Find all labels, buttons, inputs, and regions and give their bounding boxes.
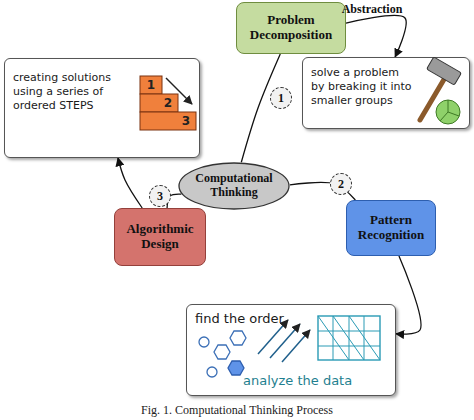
connector: [346, 15, 406, 57]
connector: [118, 158, 142, 208]
node-text: solve a problem by breaking it into smal…: [311, 66, 416, 107]
edge-label: Abstraction: [342, 2, 403, 17]
step-number: 2: [164, 96, 172, 110]
illustration-panel: solve a problem by breaking it into smal…: [302, 57, 470, 129]
process-box: Pattern Recognition: [346, 200, 436, 256]
process-box: Algorithmic Design: [114, 208, 206, 266]
connector: [241, 54, 280, 162]
callout-number: 2: [330, 173, 352, 195]
step-number: 1: [147, 78, 155, 92]
node-text: Problem Decomposition: [241, 13, 341, 43]
concept-ellipse: Computational Thinking: [178, 162, 290, 210]
ellipse-outline: [179, 163, 289, 209]
node-text: creating solutions using a series of ord…: [13, 71, 138, 112]
figure-caption: Fig. 1. Computational Thinking Process: [0, 403, 474, 418]
step-number: 3: [182, 114, 190, 128]
callout-number: 1: [270, 87, 292, 109]
illustration-panel: find the order analyze the data: [186, 304, 396, 396]
callout-number: 3: [149, 185, 171, 207]
node-text: Pattern Recognition: [351, 213, 431, 243]
node-text: Algorithmic Design: [119, 222, 201, 252]
node-text: Computational Thinking: [186, 172, 282, 200]
connector: [396, 256, 421, 334]
process-box: Problem Decomposition: [236, 2, 346, 54]
node-text: find the order: [195, 311, 315, 327]
node-text: analyze the data: [243, 373, 383, 389]
